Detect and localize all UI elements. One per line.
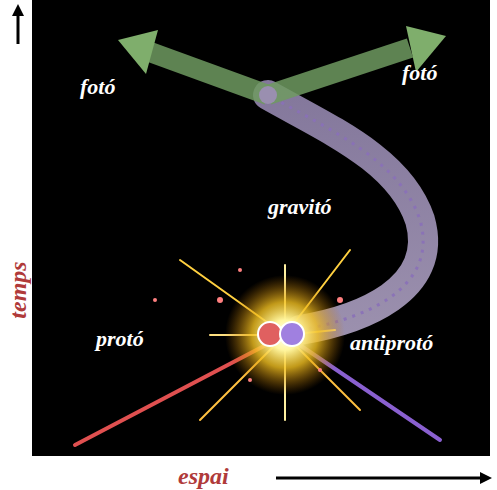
space-axis (276, 477, 482, 480)
proton (258, 322, 282, 346)
photon-arrowhead (118, 30, 158, 74)
particle-label: fotó (80, 76, 115, 98)
explosion-rays (75, 250, 440, 445)
particle-label: gravitó (268, 196, 332, 218)
time-axis (17, 12, 20, 44)
axis-arrowhead (12, 4, 24, 16)
sparks (153, 268, 343, 382)
axis-arrowhead (480, 472, 492, 484)
explosion (225, 275, 345, 395)
axis-label: espai (178, 464, 229, 488)
photon-arrow (150, 52, 268, 95)
background (32, 0, 490, 456)
particle-label: fotó (402, 62, 437, 84)
antiproton (280, 322, 304, 346)
axis-label: temps (6, 261, 30, 318)
particle-label: protó (96, 328, 144, 350)
particle-label: antiprotó (350, 332, 433, 354)
vertex (259, 86, 277, 104)
photon-arrow (268, 48, 410, 95)
